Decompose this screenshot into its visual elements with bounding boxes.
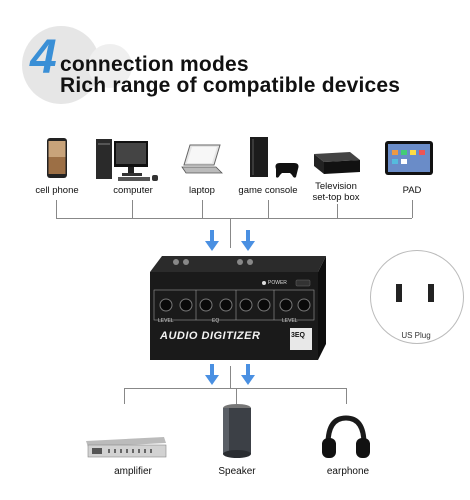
header-title-line2: Rich range of compatible devices bbox=[60, 74, 401, 97]
output-label-amplifier: amplifier bbox=[114, 466, 152, 477]
bottom-drop-1 bbox=[124, 388, 125, 404]
plug-prong-right bbox=[428, 284, 434, 302]
set-top-box-icon bbox=[314, 152, 360, 174]
source-label-pad: PAD bbox=[402, 185, 422, 196]
header-decor-circle-large bbox=[22, 26, 100, 104]
tablet-icon bbox=[385, 141, 433, 175]
bottom-drop-2 bbox=[236, 388, 237, 404]
plug-prong-left bbox=[396, 284, 402, 302]
set-top-box-label-text: Television set-top box bbox=[312, 181, 360, 203]
top-center-drop bbox=[230, 218, 231, 248]
output-label-earphone: earphone bbox=[326, 466, 370, 477]
top-drop-6 bbox=[412, 200, 413, 218]
speaker-icon bbox=[223, 404, 251, 458]
device-power-label: POWER bbox=[268, 280, 287, 286]
top-connector-horizontal bbox=[56, 218, 412, 219]
audio-digitizer-device bbox=[150, 256, 326, 360]
laptop-icon bbox=[181, 144, 223, 174]
bottom-center-drop bbox=[230, 366, 231, 388]
amplifier-icon bbox=[86, 437, 167, 458]
source-label-cell-phone: cell phone bbox=[35, 185, 79, 196]
device-level-label-left: LEVEL bbox=[158, 318, 174, 324]
us-plug-label: US Plug bbox=[401, 331, 431, 340]
source-label-game-console: game console bbox=[238, 185, 298, 196]
output-label-speaker: Speaker bbox=[218, 466, 256, 477]
source-label-set-top-box: Television set-top box bbox=[296, 181, 376, 203]
header-decor-circle-small bbox=[88, 44, 132, 88]
input-arrow-left bbox=[205, 230, 219, 251]
device-level-label-right: LEVEL bbox=[282, 318, 298, 324]
source-label-laptop: laptop bbox=[189, 185, 215, 196]
device-eq-label: EQ bbox=[212, 318, 220, 324]
top-drop-5 bbox=[337, 204, 338, 218]
game-console-icon bbox=[250, 137, 299, 178]
output-arrow-right bbox=[241, 364, 255, 385]
input-arrow-right bbox=[241, 230, 255, 251]
header-title-line1: connection modes bbox=[60, 53, 249, 76]
source-label-computer: computer bbox=[113, 185, 153, 196]
device-badge: 3EQ bbox=[291, 332, 306, 339]
top-drop-4 bbox=[268, 200, 269, 218]
top-drop-1 bbox=[56, 200, 57, 218]
top-drop-3 bbox=[202, 200, 203, 218]
cell-phone-icon bbox=[47, 138, 67, 178]
header-number: 4 bbox=[30, 31, 57, 84]
top-drop-2 bbox=[132, 200, 133, 218]
computer-icon bbox=[96, 139, 158, 181]
output-arrow-left bbox=[205, 364, 219, 385]
bottom-drop-3 bbox=[346, 388, 347, 404]
us-plug-illustration bbox=[370, 250, 464, 344]
device-name: AUDIO DIGITIZER bbox=[160, 330, 261, 342]
bottom-connector-horizontal bbox=[124, 388, 346, 389]
headphones-icon bbox=[322, 415, 370, 458]
